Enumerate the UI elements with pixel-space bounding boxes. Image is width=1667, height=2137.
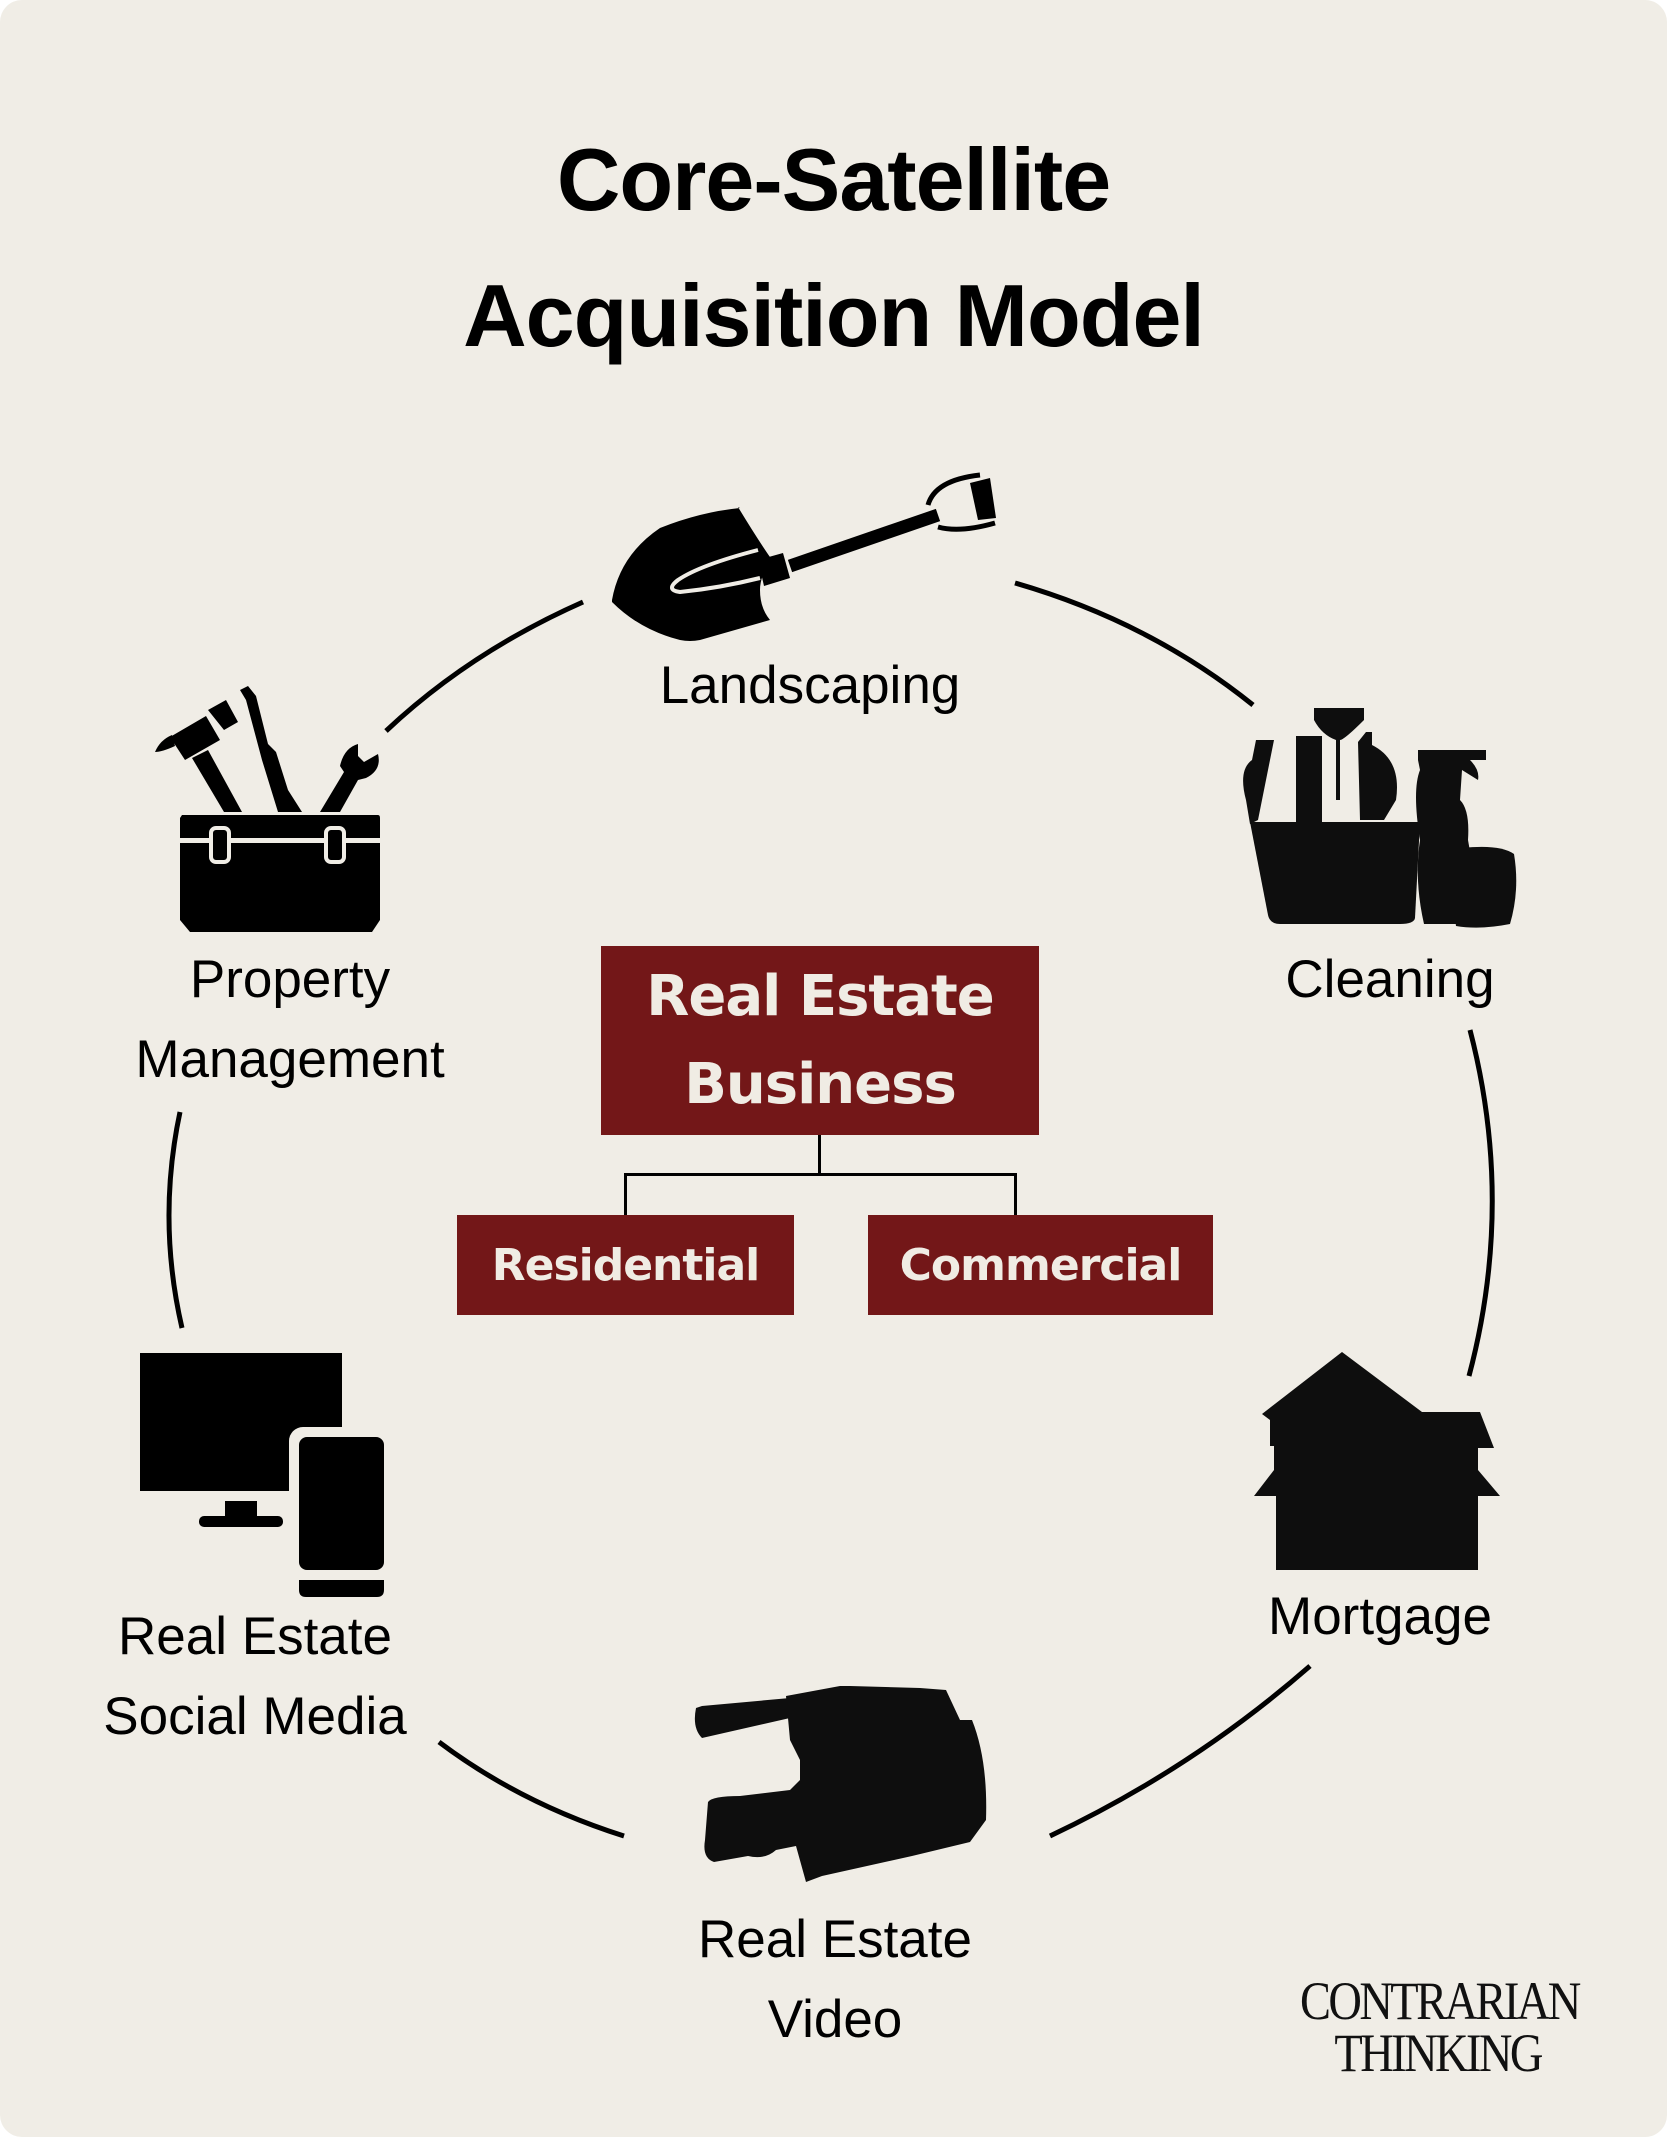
ring-arc-landscaping-cleaning — [1014, 580, 1255, 707]
commercial-box: Commercial — [868, 1215, 1213, 1315]
satellite-label-line: Real Estate — [698, 1910, 972, 1969]
devices-icon — [140, 1353, 389, 1597]
brand-logo: CONTRARIAN THINKING — [1300, 1971, 1581, 2083]
ring-arc-cleaning-mortgage — [1466, 1029, 1495, 1377]
core-box-line-2: Business — [684, 1051, 957, 1117]
ring-arc-property-social — [166, 1111, 185, 1329]
video-camera-icon — [694, 1686, 987, 1882]
satellite-label-line: Management — [135, 1030, 445, 1089]
satellite-label-line: Landscaping — [659, 656, 961, 715]
satellite-label-cleaning: Cleaning — [1250, 940, 1530, 1020]
satellite-label-mortgage: Mortgage — [1230, 1577, 1530, 1657]
residential-label: Residential — [491, 1239, 761, 1291]
shovel-icon — [612, 472, 996, 641]
satellite-label-line: Cleaning — [1285, 950, 1495, 1009]
toolbox-icon — [155, 686, 380, 932]
title-line-1: Core-Satellite — [556, 130, 1111, 229]
ring-arc-landscaping-property — [384, 599, 585, 733]
core-box-line-1: Real Estate — [646, 963, 994, 1029]
ring-arc-social-video — [437, 1740, 625, 1839]
satellite-label-video: Real Estate Video — [660, 1900, 1010, 2060]
satellite-label-line: Property — [189, 950, 391, 1009]
satellite-label-property-management: Property Management — [110, 940, 470, 1100]
connector-to-commercial — [1014, 1173, 1017, 1215]
connector-to-residential — [624, 1173, 627, 1215]
brand-logo-line-1: CONTRARIAN — [1300, 1971, 1581, 2031]
commercial-label: Commercial — [899, 1239, 1183, 1291]
brand-logo-line-2: THINKING — [1334, 2023, 1543, 2083]
satellite-label-line: Real Estate — [118, 1607, 392, 1666]
satellite-label-line: Mortgage — [1268, 1587, 1492, 1646]
cleaning-supplies-icon — [1243, 708, 1517, 928]
title-line-2: Acquisition Model — [463, 266, 1205, 365]
connector-horizontal — [624, 1173, 1017, 1176]
core-business-box: Real Estate Business — [601, 946, 1039, 1135]
satellite-label-line: Social Media — [103, 1687, 407, 1746]
satellite-label-social-media: Real Estate Social Media — [70, 1597, 440, 1757]
satellite-label-landscaping: Landscaping — [640, 646, 980, 726]
residential-box: Residential — [457, 1215, 794, 1315]
house-icon — [1254, 1352, 1500, 1570]
satellite-label-line: Video — [767, 1990, 903, 2049]
connector-core-stem — [818, 1135, 821, 1176]
ring-arc-video-mortgage — [1048, 1664, 1312, 1839]
